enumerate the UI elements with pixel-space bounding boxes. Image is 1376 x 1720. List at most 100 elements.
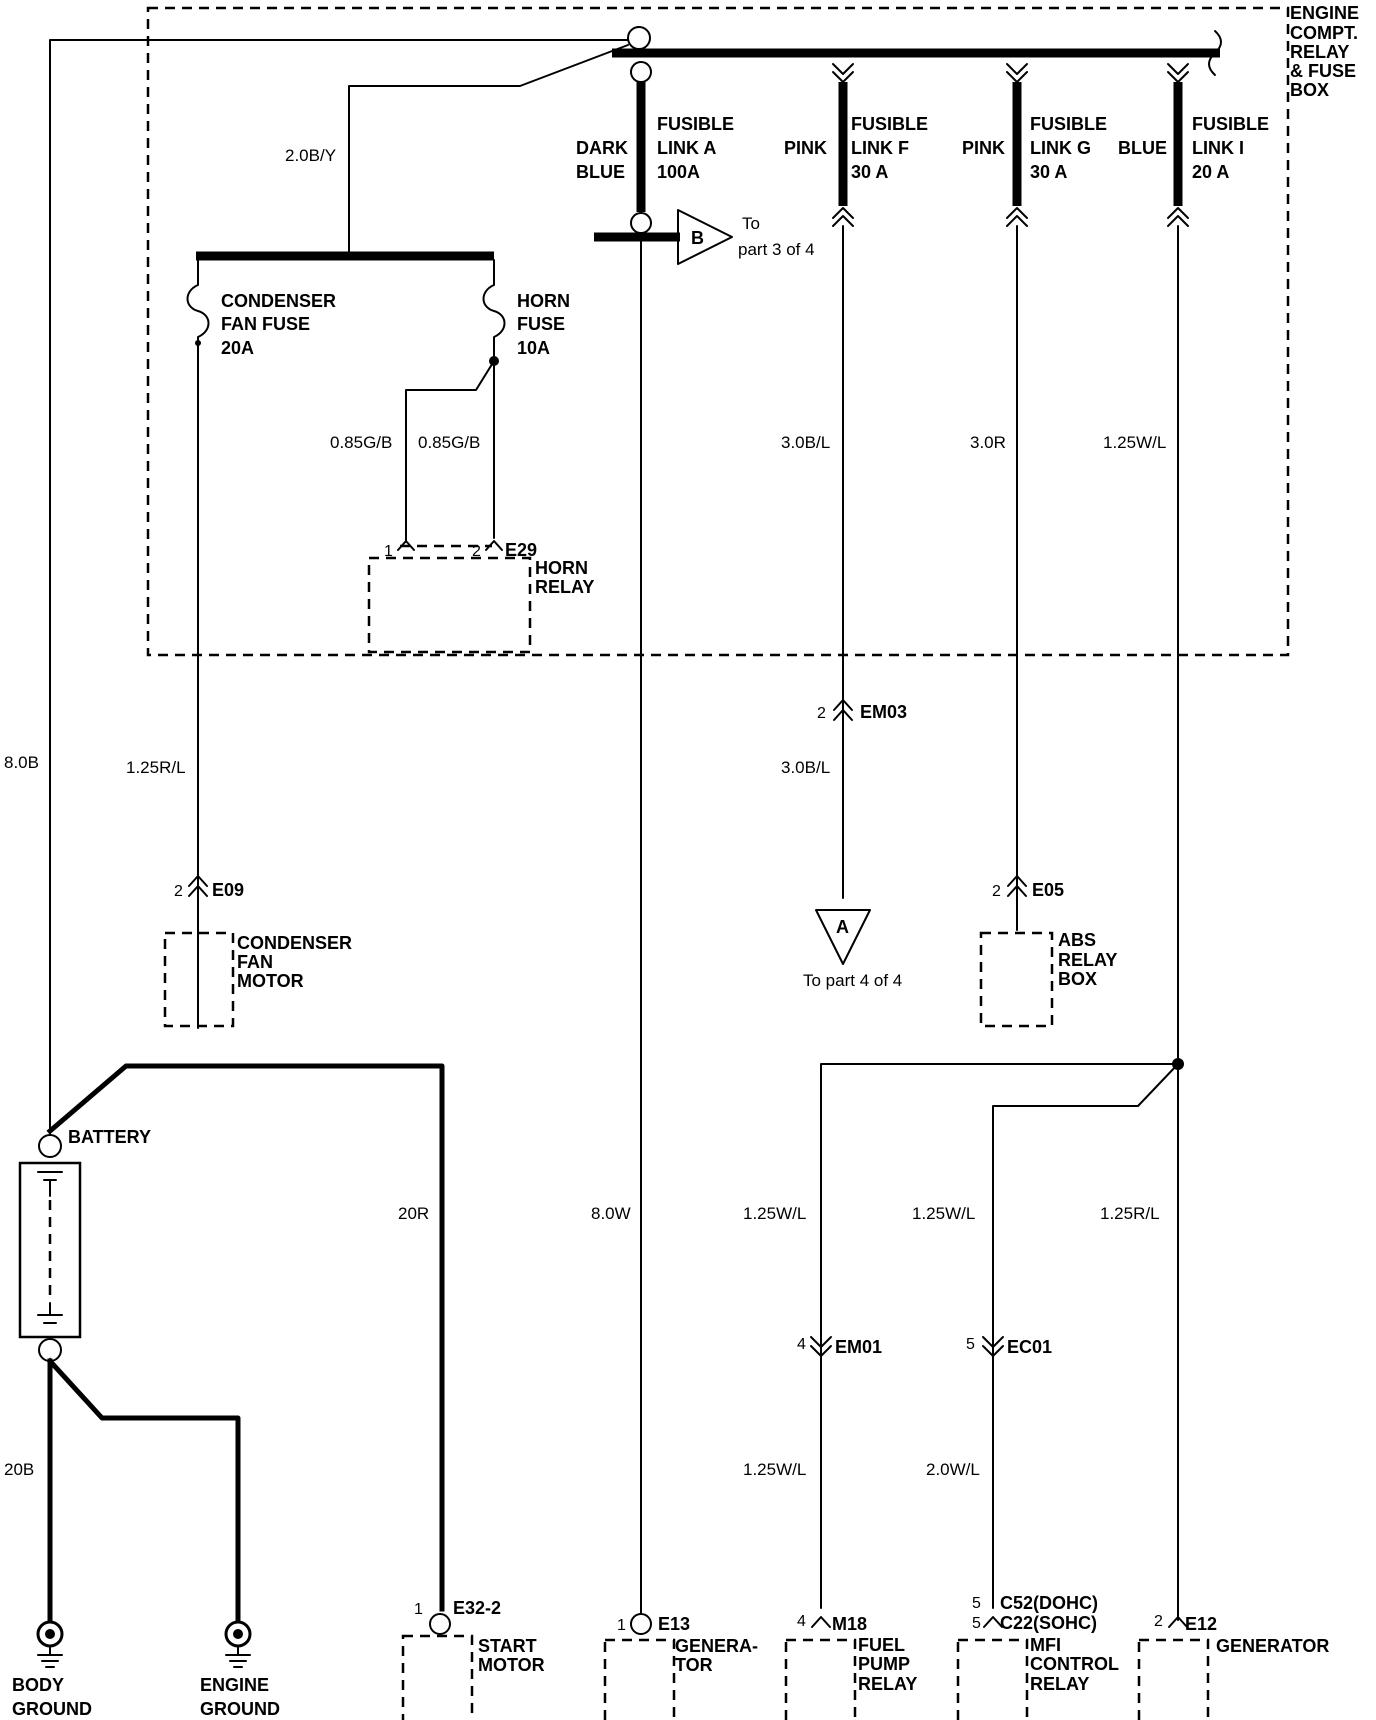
m18-connector-symbol <box>811 1616 831 1628</box>
horn-relay-pin2-num: 2 <box>472 543 481 560</box>
link-a-bottom-terminal <box>630 212 652 234</box>
offpage-a-letter: A <box>836 917 849 937</box>
battery-start-cable <box>46 1063 445 1612</box>
wire-label-link-f: 3.0B/L <box>781 433 830 452</box>
start-motor-label: START MOTOR <box>478 1636 545 1675</box>
link-g-label: FUSIBLE LINK G 30 A <box>1030 114 1112 182</box>
fuse-box-boundary <box>146 6 1290 657</box>
body-ground-symbol <box>37 1645 63 1668</box>
e32-pin-num: 1 <box>414 1601 423 1618</box>
ec01-connector-id: EC01 <box>1007 1337 1052 1357</box>
fuse-bar-feed-wire <box>348 44 629 253</box>
link-g-connector-bottom <box>1006 207 1028 227</box>
horn-relay-wire-1 <box>405 360 495 543</box>
wire-label-fuel-pump-lower: 1.25W/L <box>743 1460 806 1479</box>
wire-label-mfi-lower: 2.0W/L <box>926 1460 980 1479</box>
wire-label-mfi-upper: 1.25W/L <box>912 1204 975 1223</box>
c52-pin-num: 5 <box>972 1595 981 1612</box>
link-f-color-label: PINK <box>784 138 827 158</box>
body-ground-label: BODY GROUND <box>12 1675 92 1719</box>
offpage-b-letter: B <box>691 228 704 248</box>
m18-connector-id: M18 <box>832 1614 867 1634</box>
em03-connector-symbol <box>833 699 853 721</box>
body-ground-ring-inner <box>45 1629 55 1639</box>
e13-connector-id: E13 <box>658 1614 690 1634</box>
wire-label-link-g: 3.0R <box>970 433 1006 452</box>
link-f-connector-top <box>832 63 854 83</box>
em01-connector-id: EM01 <box>835 1337 882 1357</box>
link-i-label: FUSIBLE LINK I 20 A <box>1192 114 1274 182</box>
horn-fuse <box>482 259 506 539</box>
horn-relay-pin1-num: 1 <box>384 543 393 560</box>
fuel-pump-relay-label: FUEL PUMP RELAY <box>858 1635 917 1694</box>
generator-b-terminal <box>630 1613 652 1635</box>
fuel-pump-relay-wire <box>820 1063 1179 1609</box>
horn-relay-connector-id: E29 <box>505 540 537 560</box>
link-i-connector-top <box>1167 63 1189 83</box>
battery-body <box>18 1161 82 1339</box>
e05-connector-symbol <box>1007 875 1027 897</box>
link-a-color-label: DARK BLUE <box>576 138 633 182</box>
wire-label-em03-out: 3.0B/L <box>781 758 830 777</box>
generator-b-box <box>603 1638 676 1720</box>
wire-label-start: 20R <box>398 1204 429 1223</box>
engine-ground-ring-inner <box>233 1629 243 1639</box>
offpage-b-flag <box>677 209 733 265</box>
battery-cell-bottom <box>37 1302 63 1324</box>
wire-label-gen-sense: 1.25R/L <box>1100 1204 1160 1223</box>
wire-label-body-ground: 20B <box>4 1460 34 1479</box>
wire-label-condenser-motor: 1.25R/L <box>126 758 186 777</box>
abs-relay-box-label: ABS RELAY BOX <box>1058 930 1122 989</box>
battery-positive-terminal <box>38 1134 62 1158</box>
wire-label-horn-in: 0.85G/B <box>330 433 392 452</box>
condenser-fuse-node <box>195 340 201 346</box>
engine-ground-cable <box>46 1357 241 1623</box>
battery-cell-top <box>37 1171 63 1197</box>
generator-box <box>1137 1638 1210 1720</box>
mfi-relay-label: MFI CONTROL RELAY <box>1030 1635 1124 1694</box>
condenser-fan-fuse <box>186 259 210 1029</box>
e12-connector-id: E12 <box>1185 1614 1217 1634</box>
e32-connector-id: E32-2 <box>453 1598 501 1618</box>
e05-connector-id: E05 <box>1032 880 1064 900</box>
horn-relay-pin-1 <box>397 540 415 551</box>
generator-b-label: GENERA- TOR <box>675 1636 763 1675</box>
link-i-color-label: BLUE <box>1118 138 1167 158</box>
mfi-relay-box <box>956 1638 1029 1720</box>
main-input-terminal <box>627 26 651 50</box>
horn-relay-body <box>367 556 532 654</box>
c52-connector-id: C52(DOHC) <box>1000 1593 1098 1613</box>
c52-connector-symbol <box>983 1616 1003 1628</box>
link-a-top-terminal <box>630 61 652 83</box>
link-a-label: FUSIBLE LINK A 100A <box>657 114 739 182</box>
link-g-connector-top <box>1006 63 1028 83</box>
e12-connector-symbol <box>1168 1616 1188 1628</box>
generator-label: GENERATOR <box>1216 1636 1329 1656</box>
wire-label-fuel-pump-upper: 1.25W/L <box>743 1204 806 1223</box>
em01-connector-symbol <box>810 1336 832 1357</box>
link-f-connector-bottom <box>832 207 854 227</box>
mfi-relay-wire <box>992 1063 1179 1609</box>
offpage-a-text: To part 4 of 4 <box>803 971 902 990</box>
em03-pin-num: 2 <box>817 705 826 722</box>
condenser-fuse-label: CONDENSER FAN FUSE 20A <box>221 291 341 358</box>
link-g-color-label: PINK <box>962 138 1005 158</box>
e09-connector-symbol <box>188 875 208 897</box>
horn-relay-pin-2 <box>485 540 503 551</box>
em01-pin-num: 4 <box>797 1336 806 1353</box>
link-f-label: FUSIBLE LINK F 30 A <box>851 114 933 182</box>
engine-ground-label: ENGINE GROUND <box>200 1675 280 1719</box>
wire-label-horn-out: 0.85G/B <box>418 433 480 452</box>
fuse-box-title: ENGINE COMPT. RELAY & FUSE BOX <box>1290 3 1364 100</box>
battery-label: BATTERY <box>68 1127 151 1147</box>
e05-pin-num: 2 <box>992 883 1001 900</box>
engine-ground-symbol <box>225 1645 251 1668</box>
c22-connector-id: C22(SOHC) <box>1000 1613 1097 1633</box>
wire-label-battery-pos: 8.0B <box>4 753 39 772</box>
link-i-connector-bottom <box>1167 207 1189 227</box>
c22-pin-num: 5 <box>972 1615 981 1632</box>
em03-connector-id: EM03 <box>860 702 907 722</box>
e09-connector-id: E09 <box>212 880 244 900</box>
horn-relay-label: HORN RELAY <box>535 558 594 597</box>
